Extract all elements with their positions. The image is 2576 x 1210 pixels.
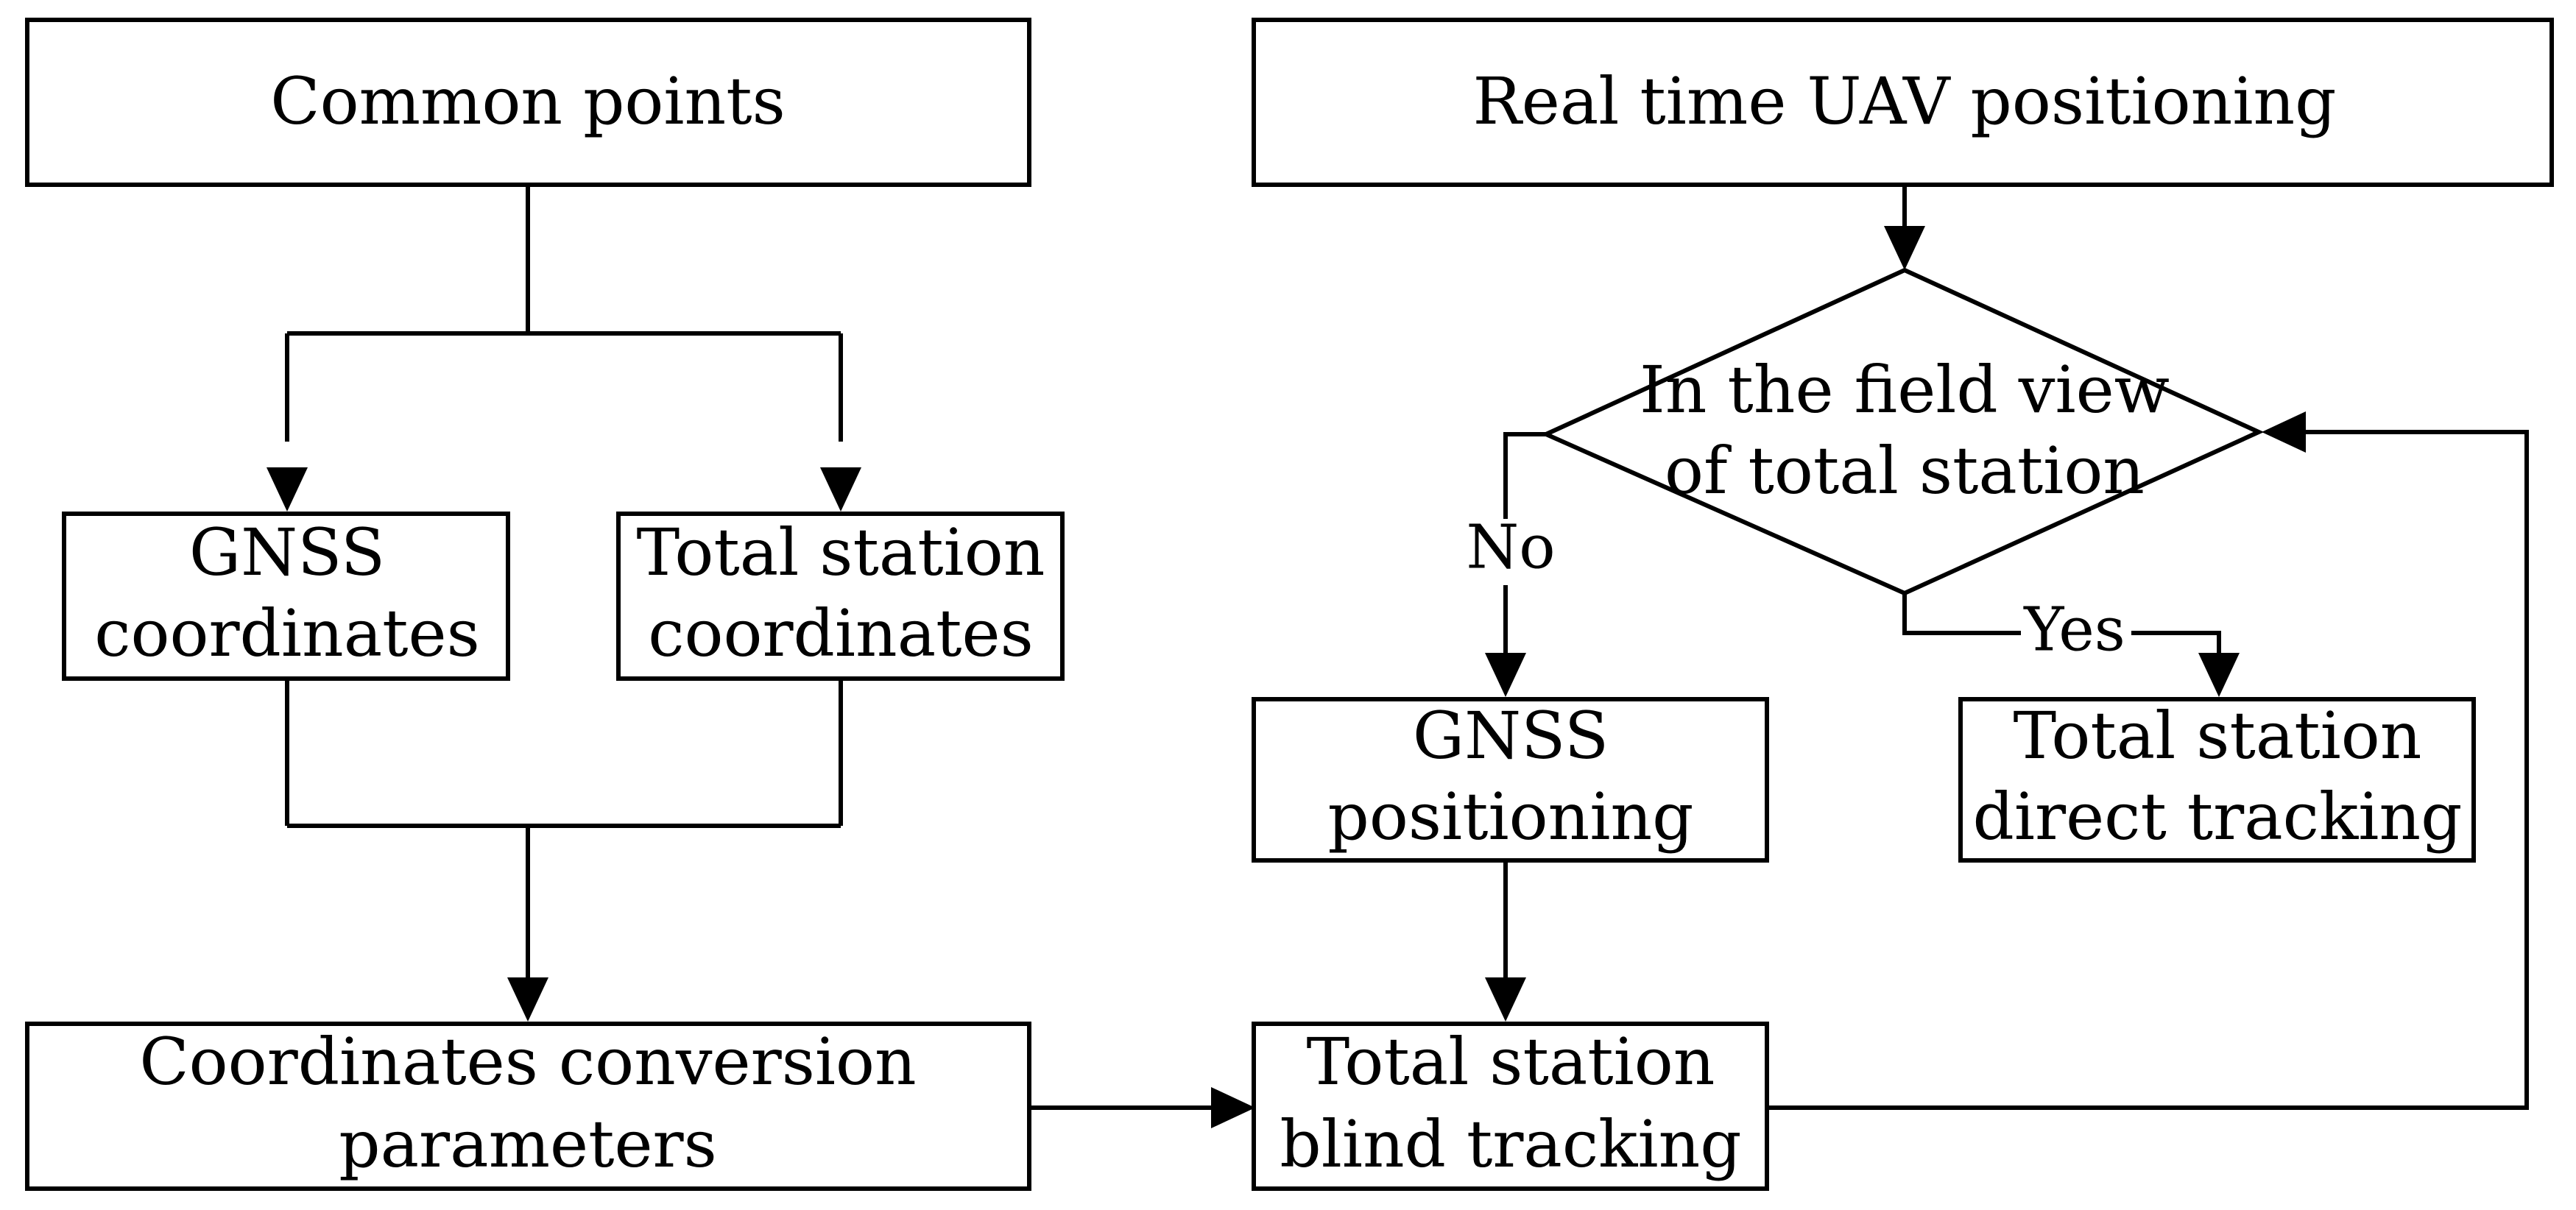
node-gnss-coordinates [62, 512, 510, 681]
label-direct-tracking-line2: direct tracking [1973, 779, 2463, 855]
label-conversion-parameters-line1: Coordinates conversion [139, 1024, 916, 1100]
arrowhead-to-direct-tracking [2198, 653, 2240, 697]
arrowhead-to-gnss-positioning [1485, 653, 1526, 697]
arrowhead-to-decision [1884, 226, 1925, 270]
node-common-points [25, 18, 1031, 187]
label-total-station-coordinates-line1: Total station [637, 514, 1045, 590]
label-blind-tracking-line2: blind tracking [1280, 1106, 1741, 1182]
node-total-station-blind-tracking [1252, 1022, 1769, 1191]
connector-feedback-loop [1769, 430, 2529, 1110]
label-blind-tracking-line1: Total station [1307, 1024, 1715, 1100]
label-gnss-coordinates-line2: coordinates [94, 595, 480, 671]
arrowhead-gnss-to-blind [1485, 977, 1526, 1022]
label-gnss-positioning-line2: positioning [1328, 779, 1694, 855]
label-decision-line1: In the field view [1640, 352, 2170, 428]
node-total-station-coordinates [616, 512, 1065, 681]
edge-label-no: No [1466, 513, 1555, 583]
arrowhead-to-gnss-coordinates [267, 467, 308, 512]
node-decision-field-view [1540, 267, 2265, 596]
label-conversion-parameters-line2: parameters [339, 1106, 717, 1182]
edge-label-yes: Yes [2023, 595, 2125, 665]
label-gnss-positioning-line1: GNSS [1413, 698, 1609, 774]
node-gnss-positioning [1252, 697, 1769, 863]
arrowhead-to-blind-tracking [1211, 1087, 1255, 1128]
arrowhead-feedback-to-decision [2262, 411, 2306, 453]
label-decision-line2: of total station [1665, 433, 2145, 509]
connector-merge-conversion [285, 681, 843, 977]
label-gnss-coordinates-line1: GNSS [189, 514, 385, 590]
label-total-station-coordinates-line2: coordinates [648, 595, 1034, 671]
label-direct-tracking-line1: Total station [2014, 698, 2422, 774]
arrowhead-to-conversion-parameters [507, 977, 548, 1022]
connector-common-split [285, 187, 843, 442]
arrowhead-to-total-station-coordinates [820, 467, 861, 512]
node-coordinates-conversion-parameters [25, 1022, 1031, 1191]
node-real-time-uav-positioning [1252, 18, 2554, 187]
label-real-time-uav-positioning: Real time UAV positioning [1472, 63, 2336, 139]
label-common-points: Common points [270, 63, 786, 139]
node-total-station-direct-tracking [1958, 697, 2476, 863]
